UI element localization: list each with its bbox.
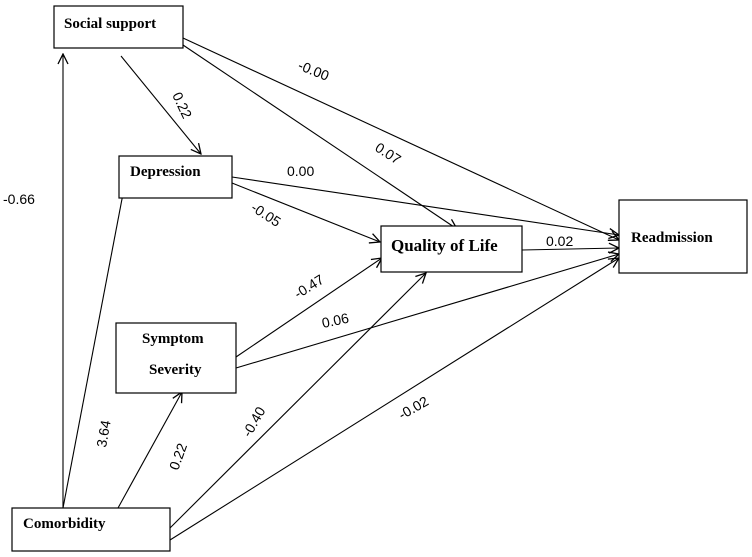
edge-symptom-to-readmission bbox=[235, 254, 619, 369]
coef-symptom-to-qol: -0.47 bbox=[291, 271, 327, 302]
edge-symptom-to-qol bbox=[235, 258, 382, 358]
node-label-comorbidity: Comorbidity bbox=[23, 516, 106, 532]
node-comorbidity: Comorbidity bbox=[11, 507, 171, 552]
edge-social-to-qol bbox=[182, 44, 457, 229]
node-readmission: Readmission bbox=[618, 199, 748, 274]
edge-comorbidity-to-depression bbox=[62, 178, 126, 509]
edge-comorbidity-to-readmission bbox=[169, 258, 619, 541]
coef-social-to-depression: 0.22 bbox=[169, 90, 195, 122]
node-social-support: Social support bbox=[53, 5, 184, 49]
coef-symptom-to-readmission: 0.06 bbox=[320, 310, 350, 331]
edge-comorbidity-to-qol bbox=[169, 273, 426, 529]
node-label-readmission: Readmission bbox=[631, 230, 713, 246]
edges bbox=[62, 37, 619, 541]
coef-comorbidity-to-symptom: 0.22 bbox=[166, 441, 190, 472]
node-label-symptom-severity-line1: Symptom bbox=[142, 331, 204, 347]
coef-comorbidity-to-readmission: -0.02 bbox=[396, 393, 432, 423]
node-label-symptom-severity-line2: Severity bbox=[149, 362, 202, 378]
node-label-depression: Depression bbox=[130, 164, 201, 180]
coef-comorbidity-to-social: -0.66 bbox=[3, 191, 35, 207]
edge-qol-to-readmission bbox=[521, 248, 619, 250]
node-symptom-severity: Symptom Severity bbox=[115, 322, 237, 394]
node-label-social-support: Social support bbox=[64, 16, 156, 32]
coef-social-to-qol: 0.07 bbox=[372, 139, 404, 167]
edge-social-to-depression bbox=[120, 55, 201, 154]
node-quality-of-life: Quality of Life bbox=[380, 225, 523, 273]
edge-depression-to-readmission bbox=[231, 176, 619, 235]
edge-social-to-readmission bbox=[182, 37, 619, 240]
edge-depression-to-qol bbox=[231, 182, 380, 242]
coef-depression-to-qol: -0.05 bbox=[248, 199, 284, 230]
edge-comorbidity-to-symptom bbox=[117, 392, 182, 509]
coef-social-to-readmission: -0.00 bbox=[296, 57, 332, 84]
coef-qol-to-readmission: 0.02 bbox=[546, 233, 573, 249]
node-depression: Depression bbox=[118, 155, 233, 199]
coef-comorbidity-to-depression: 3.64 bbox=[93, 419, 114, 449]
coef-depression-to-readmission: 0.00 bbox=[287, 163, 314, 179]
node-label-quality-of-life: Quality of Life bbox=[391, 236, 498, 255]
